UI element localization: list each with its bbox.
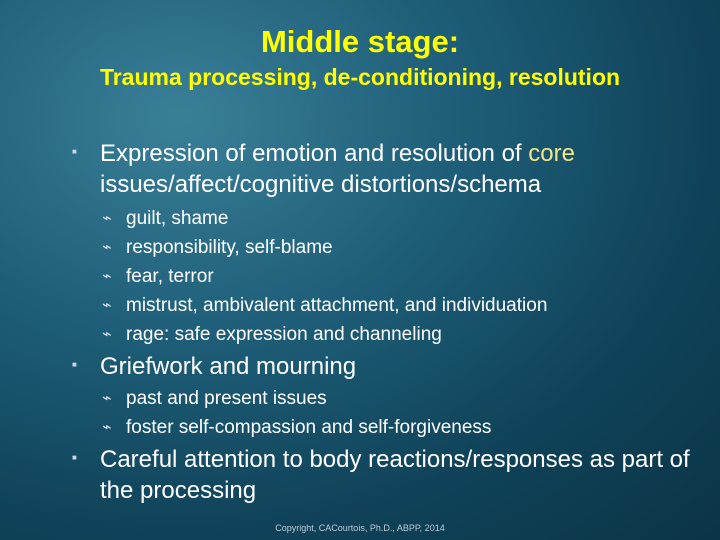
sub-bullet: ⌁ foster self-compassion and self-forgiv…: [64, 413, 704, 442]
sub-bullet-text: past and present issues: [126, 388, 327, 409]
scroll-bullet-icon: ⌁: [102, 419, 112, 436]
sub-bullet: ⌁ responsibility, self-blame: [64, 233, 704, 262]
bullet-point-2: ■ Griefwork and mourning: [64, 351, 704, 382]
slide-subtitle: Trauma processing, de-conditioning, reso…: [99, 64, 621, 90]
bullet-text: Griefwork and mourning: [100, 353, 357, 380]
bullet-list: ■ Expression of emotion and resolution o…: [64, 138, 704, 506]
scroll-bullet-icon: ⌁: [102, 297, 112, 314]
dot-bullet-icon: ■: [72, 147, 77, 156]
sub-bullet-text: mistrust, ambivalent attachment, and ind…: [126, 295, 548, 316]
dot-bullet-icon: ■: [72, 360, 77, 369]
scroll-bullet-icon: ⌁: [102, 390, 112, 407]
sub-bullet-text: guilt, shame: [126, 208, 229, 229]
sub-bullet: ⌁ mistrust, ambivalent attachment, and i…: [64, 291, 704, 320]
sub-bullet-text: responsibility, self-blame: [126, 237, 333, 258]
slide-title: Middle stage:: [260, 24, 460, 59]
bullet-text: Expression of emotion and resolution of: [100, 140, 529, 167]
bullet-text-rest: issues/affect/cognitive distortions/sche…: [100, 171, 542, 198]
bullet-text-accent: core: [528, 140, 575, 167]
sub-bullet: ⌁ fear, terror: [64, 262, 704, 291]
scroll-bullet-icon: ⌁: [102, 326, 112, 343]
sub-bullet-text: rage: safe expression and channeling: [126, 324, 442, 345]
scroll-bullet-icon: ⌁: [102, 268, 112, 285]
copyright-footer: Copyright, CACourtois, Ph.D., ABPP, 2014: [275, 523, 445, 533]
sub-bullet: ⌁ guilt, shame: [64, 204, 704, 233]
bullet-text: Careful attention to body reactions/resp…: [100, 446, 690, 504]
bullet-point-3: ■ Careful attention to body reactions/re…: [64, 444, 704, 506]
scroll-bullet-icon: ⌁: [102, 210, 112, 227]
sub-bullet: ⌁ past and present issues: [64, 384, 704, 413]
sub-bullet-text: foster self-compassion and self-forgiven…: [126, 417, 492, 438]
dot-bullet-icon: ■: [72, 453, 77, 462]
bullet-point-1: ■ Expression of emotion and resolution o…: [64, 138, 704, 200]
scroll-bullet-icon: ⌁: [102, 239, 112, 256]
sub-bullet: ⌁ rage: safe expression and channeling: [64, 320, 704, 349]
sub-bullet-text: fear, terror: [126, 266, 214, 287]
